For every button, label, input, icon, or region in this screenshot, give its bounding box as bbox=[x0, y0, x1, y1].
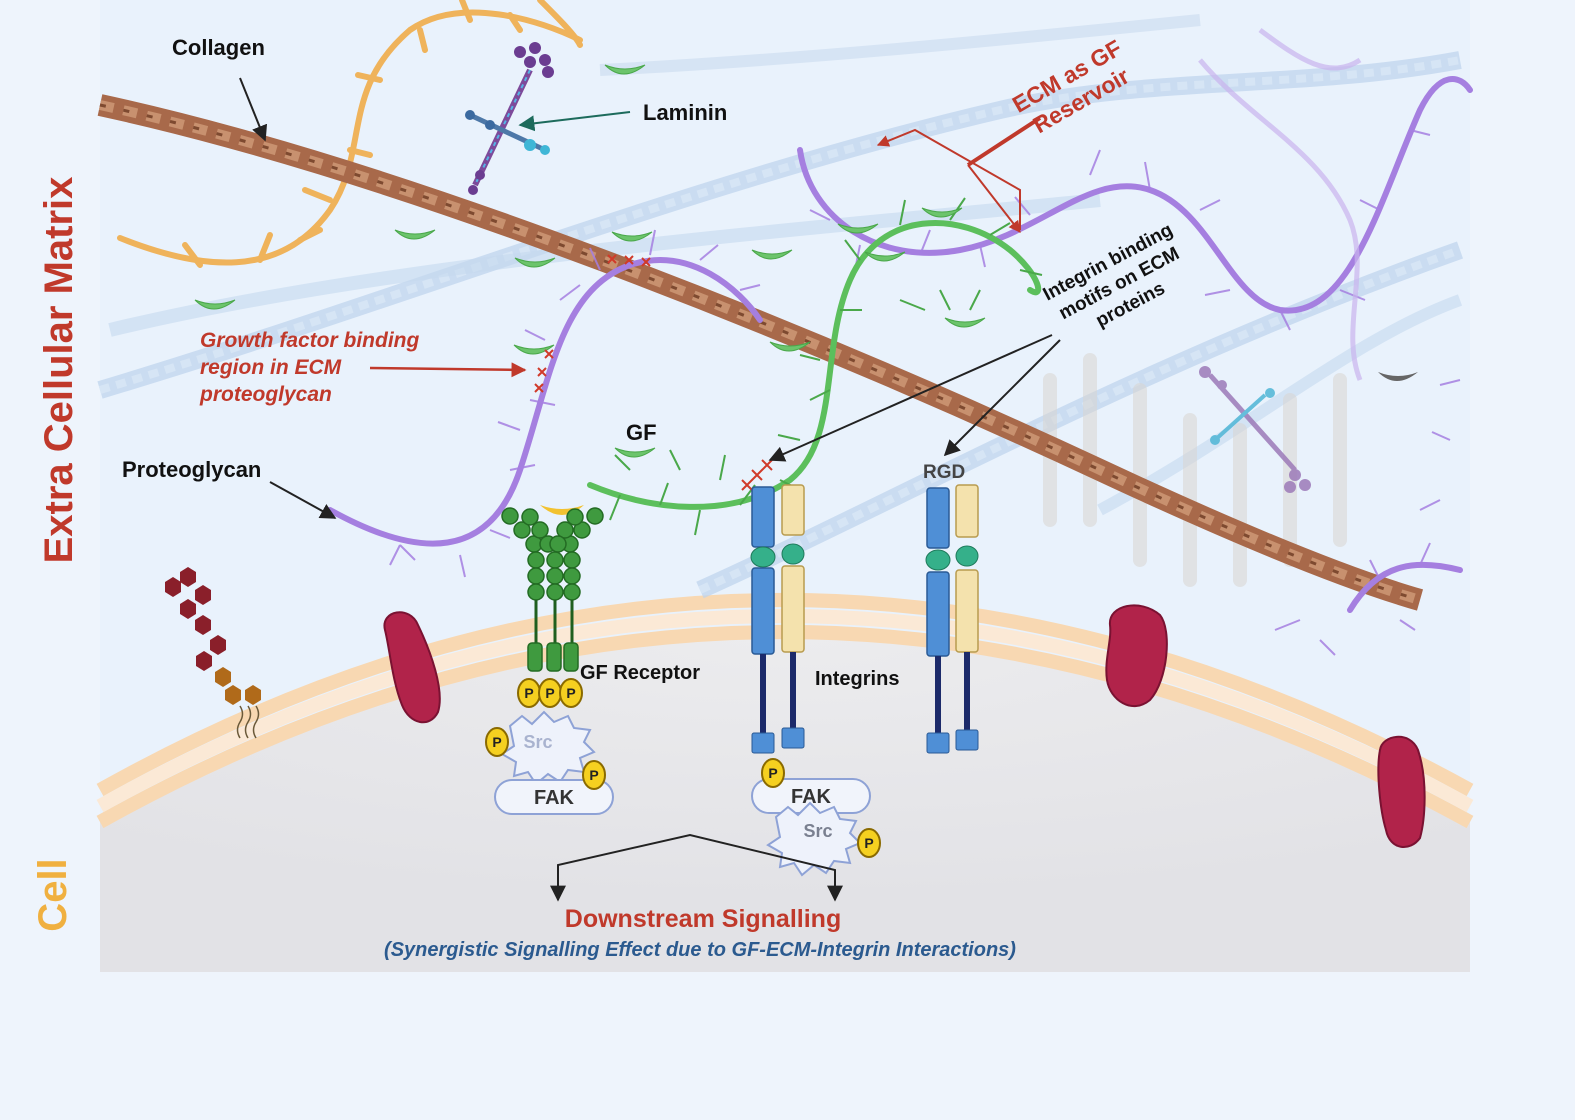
rgd-label: RGD bbox=[923, 462, 965, 483]
intracellular-signal-right bbox=[751, 778, 871, 877]
gf-receptor-label: GF Receptor bbox=[580, 662, 700, 684]
collagen-label: Collagen bbox=[172, 35, 265, 60]
ecm-side-label: Extra Cellular Matrix bbox=[37, 177, 81, 564]
intracellular-signal-left bbox=[494, 710, 614, 815]
gf-crescent bbox=[194, 299, 236, 310]
gf-crescent bbox=[514, 257, 556, 268]
motif-arrow-2 bbox=[943, 339, 1061, 457]
phospho-circle bbox=[761, 758, 785, 788]
fak-label-left: FAK bbox=[534, 787, 575, 809]
gf-crescent bbox=[614, 447, 656, 458]
phospho-circle bbox=[485, 727, 509, 757]
membrane-proteins bbox=[383, 604, 1426, 848]
src-label-right: Src bbox=[803, 821, 832, 841]
gf-crescent bbox=[394, 229, 436, 240]
gf-label: GF bbox=[626, 420, 657, 445]
motif-arrow-1 bbox=[768, 334, 1053, 462]
laminin-label: Laminin bbox=[643, 100, 727, 125]
phospho-label: P bbox=[524, 685, 533, 701]
cell-side-label: Cell bbox=[31, 858, 75, 931]
gf-crescent bbox=[604, 64, 646, 75]
fak-label-right: FAK bbox=[791, 786, 832, 808]
gf-binding-line-2: region in ECM bbox=[200, 356, 342, 379]
reservoir-arrow-left bbox=[876, 128, 1021, 230]
phospho-label: P bbox=[492, 734, 501, 750]
collagen-fiber-orange bbox=[117, 0, 583, 268]
integrins-label: Integrins bbox=[815, 668, 899, 690]
phospho-label: P bbox=[589, 767, 598, 783]
gf-crescent bbox=[864, 251, 906, 262]
phospho-label: P bbox=[566, 685, 575, 701]
downstream-branch bbox=[557, 833, 836, 898]
gf-crescent bbox=[944, 317, 986, 328]
gf-crescent bbox=[611, 231, 653, 242]
gf-crescent bbox=[769, 341, 811, 352]
collagen-helix bbox=[97, 94, 1424, 611]
glycolipid bbox=[165, 567, 261, 739]
integrin-pair-1 bbox=[750, 484, 805, 754]
label-arrows bbox=[239, 77, 1061, 902]
growth-factors bbox=[194, 64, 986, 458]
reservoir-arrow-down bbox=[967, 164, 1021, 233]
green-proteoglycan bbox=[587, 220, 1042, 510]
phospho-label: P bbox=[545, 685, 554, 701]
gf-crescent-grey bbox=[1378, 372, 1418, 381]
reservoir-arrow-stem bbox=[966, 116, 1042, 167]
gf-crescent bbox=[837, 223, 879, 234]
gf-binding-arrow bbox=[369, 362, 527, 378]
proteoglycan-label: Proteoglycan bbox=[122, 457, 261, 482]
phospho-groups bbox=[485, 678, 881, 858]
downstream-label: Downstream Signalling bbox=[565, 905, 841, 933]
phospho-circle bbox=[559, 678, 583, 708]
phospho-label: P bbox=[768, 765, 777, 781]
laminin-molecule bbox=[465, 42, 554, 195]
gf-crescent bbox=[513, 344, 555, 355]
collagen-arrow bbox=[239, 77, 268, 142]
proteoglycan-chains bbox=[327, 76, 1473, 613]
gf-binding-line-3: proteoglycan bbox=[199, 383, 332, 406]
proteoglycan-arrow bbox=[269, 481, 337, 519]
gf-binding-line-1: Growth factor binding bbox=[200, 329, 419, 352]
phospho-circle bbox=[857, 828, 881, 858]
gf-crescent bbox=[751, 249, 793, 260]
phospho-circle bbox=[582, 760, 606, 790]
synergy-label: (Synergistic Signalling Effect due to GF… bbox=[384, 939, 1016, 961]
proteoglycan-branches bbox=[389, 129, 1461, 656]
laminin-arrow bbox=[518, 111, 631, 132]
gf-crescent bbox=[921, 207, 963, 218]
src-label-left: Src bbox=[523, 732, 552, 752]
phospho-label: P bbox=[864, 835, 873, 851]
laminin-molecule-right bbox=[1199, 366, 1311, 493]
faint-proteoglycan bbox=[1198, 27, 1363, 381]
gf-binding-label: Growth factor binding region in ECM prot… bbox=[199, 329, 419, 406]
binding-site-marks bbox=[534, 254, 773, 491]
integrin-pair-2 bbox=[925, 484, 979, 754]
gf-receptor bbox=[501, 505, 604, 672]
